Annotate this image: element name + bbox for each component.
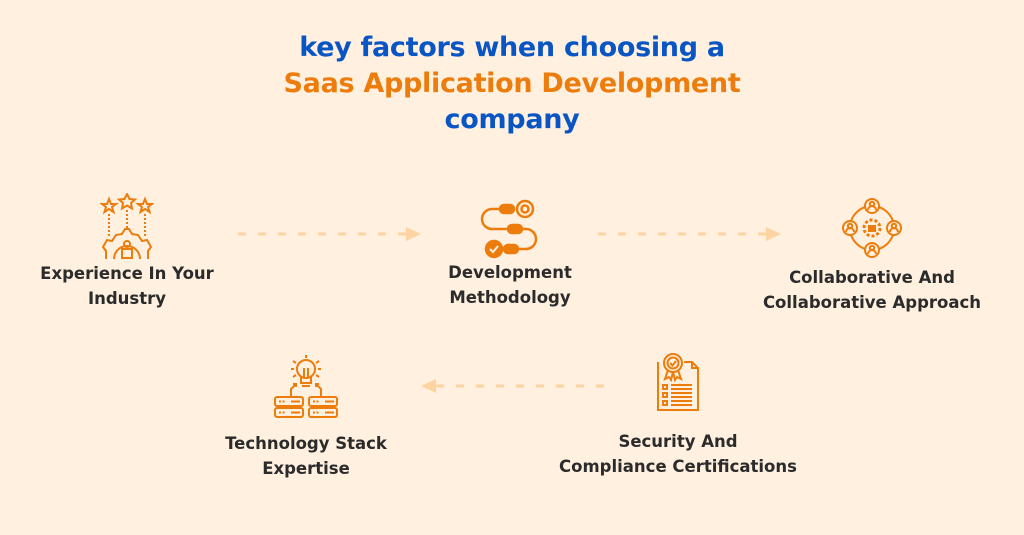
security-certificate-icon: [657, 353, 699, 411]
title-line-1: key factors when choosing a: [299, 32, 725, 63]
node-technology-stack: Technology Stack Expertise: [206, 355, 406, 481]
node-label-line-1: Collaborative And: [789, 268, 955, 287]
node-collaborative-approach: Collaborative And Collaborative Approach: [752, 197, 992, 315]
collaboration-team-icon: [842, 198, 902, 258]
title-line-2: Saas Application Development: [283, 68, 741, 99]
title-line-3: company: [444, 104, 580, 135]
technology-stack-icon: [274, 355, 338, 418]
development-workflow-icon: [480, 199, 538, 259]
arrow-right-2: [598, 227, 781, 241]
node-label-line-1: Technology Stack: [225, 434, 387, 453]
node-security-compliance: Security And Compliance Certifications: [540, 352, 816, 479]
node-label-line-2: Industry: [87, 289, 167, 308]
experience-stars-gear-icon: [100, 193, 154, 260]
page-title: key factors when choosing a Saas Applica…: [0, 30, 1024, 138]
node-development-methodology: Development Methodology: [420, 196, 600, 310]
node-label-line-1: Development: [448, 263, 572, 282]
node-label-line-2: Collaborative Approach: [762, 293, 982, 312]
arrow-right-1: [238, 227, 421, 241]
node-label-line-2: Compliance Certifications: [559, 457, 797, 476]
node-label-line-1: Experience In Your: [40, 264, 214, 283]
arrow-left-1: [421, 379, 604, 393]
node-label-line-2: Methodology: [449, 288, 571, 307]
node-experience: Experience In Your Industry: [20, 193, 234, 311]
node-label-line-1: Security And: [618, 432, 738, 451]
node-label-line-2: Expertise: [262, 459, 350, 478]
